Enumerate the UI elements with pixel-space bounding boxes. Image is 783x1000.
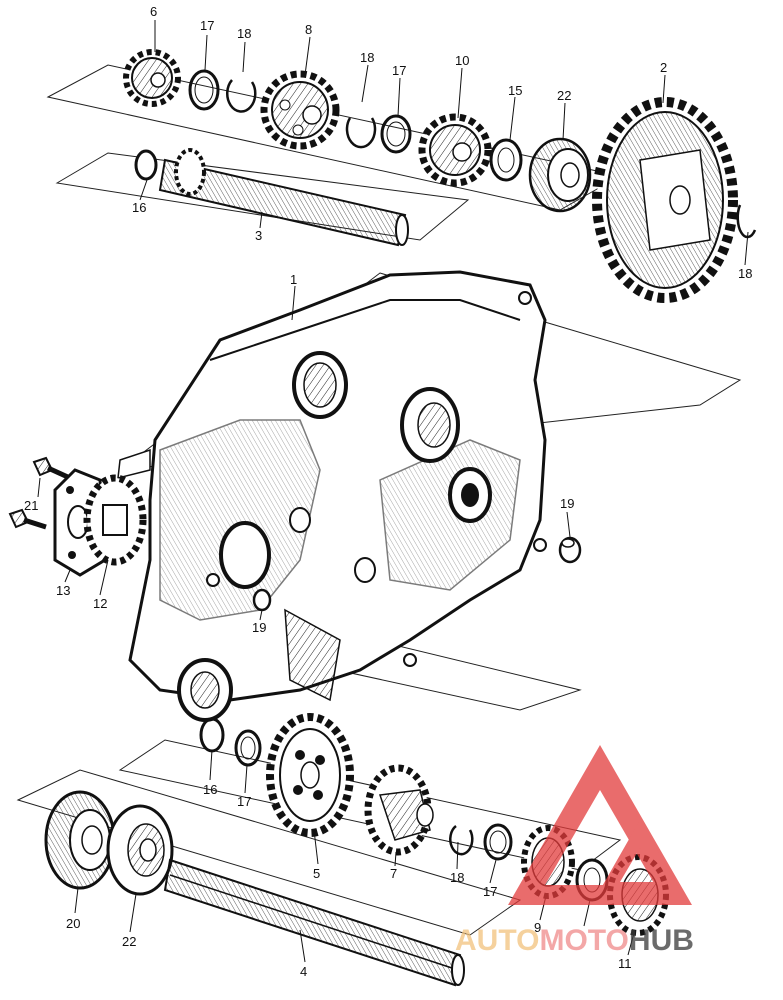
- countershaft-3: [134, 148, 409, 247]
- callout-20: 20: [66, 916, 80, 931]
- dowel-pin-19-right: [558, 536, 582, 564]
- callout-3: 3: [255, 228, 262, 243]
- snap-ring-18-top-mid: [345, 117, 377, 149]
- bolt-21-upper: [32, 456, 72, 481]
- callout-18: 18: [450, 870, 464, 885]
- watermark-auto: AUTO: [455, 924, 539, 957]
- callout-22: 22: [122, 934, 136, 949]
- circlip-17-top-left: [188, 69, 220, 111]
- callout-18: 18: [237, 26, 251, 41]
- bearing-22-top: [528, 137, 592, 213]
- callout-10: 10: [455, 53, 469, 68]
- callout-13: 13: [56, 583, 70, 598]
- dowel-pin-19-left: [252, 588, 272, 612]
- callout-12: 12: [93, 596, 107, 611]
- callout-16: 16: [203, 782, 217, 797]
- watermark-moto: MOTO: [539, 924, 628, 957]
- callout-11: 11: [618, 956, 632, 971]
- callout-7: 7: [390, 866, 397, 881]
- snap-ring-18-right: [736, 204, 757, 239]
- large-sprocket-2: [592, 97, 738, 303]
- callout-6: 6: [150, 4, 157, 19]
- callout-4: 4: [300, 964, 307, 979]
- crankcase-1: [117, 270, 547, 722]
- circlip-17-bottom-right: [483, 823, 513, 861]
- callout-17: 17: [200, 18, 214, 33]
- washer-15: [489, 138, 523, 182]
- gear-10: [418, 113, 492, 187]
- logo-inner-triangle-icon: [600, 820, 680, 890]
- circlip-17-bottom-left: [234, 729, 262, 767]
- callout-17: 17: [237, 794, 251, 809]
- gear-7: [364, 764, 434, 856]
- leader-lines: [37, 20, 749, 963]
- logo-triangle-icon: [508, 745, 692, 905]
- gear-6: [123, 49, 181, 107]
- bolt-21-lower: [8, 508, 47, 530]
- circlip-17-top-mid: [380, 114, 412, 154]
- callout-18: 18: [360, 50, 374, 65]
- gear-5: [266, 713, 354, 837]
- callout-19: 19: [560, 496, 574, 511]
- callout-15: 15: [508, 83, 522, 98]
- snap-ring-18-top-left: [226, 79, 257, 113]
- callout-labels: 6 17 18 8 18 17 10 15 22 2 18 16 3 1 19 …: [24, 4, 752, 979]
- callout-17: 17: [392, 63, 406, 78]
- callout-17: 17: [483, 884, 497, 899]
- callout-5: 5: [313, 866, 320, 881]
- watermark-hub: HUB: [629, 924, 694, 957]
- circlip-16-bottom: [199, 717, 225, 753]
- callout-1: 1: [290, 272, 297, 287]
- svg-text:AUTOMOTOHUB: AUTOMOTOHUB: [455, 924, 694, 957]
- bearing-22-bottom: [106, 804, 174, 896]
- gear-8: [260, 70, 340, 150]
- callout-19: 19: [252, 620, 266, 635]
- callout-16: 16: [132, 200, 146, 215]
- callout-21: 21: [24, 498, 38, 513]
- callout-2: 2: [660, 60, 667, 75]
- mainshaft-4: [163, 858, 465, 987]
- callout-9: 9: [534, 920, 541, 935]
- snap-ring-18-bottom: [449, 825, 474, 856]
- bearing-20: [44, 790, 116, 890]
- automotohub-watermark: AUTOMOTOHUB: [455, 745, 694, 957]
- drive-sprocket-12: [83, 474, 147, 566]
- callout-8: 8: [305, 22, 312, 37]
- callout-22: 22: [557, 88, 571, 103]
- callout-18: 18: [738, 266, 752, 281]
